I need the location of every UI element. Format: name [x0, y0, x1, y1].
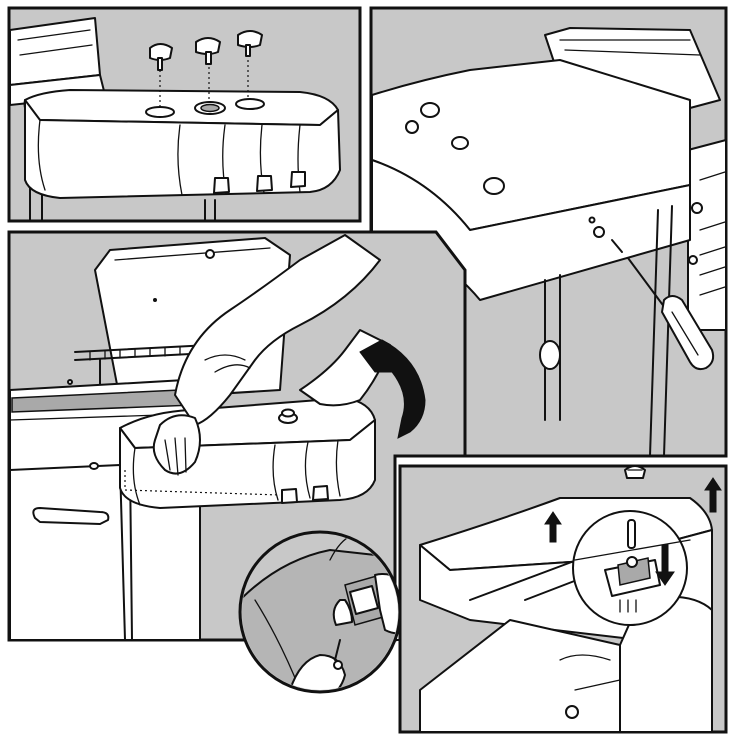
- panel-lift-table: [9, 232, 465, 640]
- panel-knob-install: [9, 8, 360, 221]
- panel-ignition-module: [395, 466, 726, 732]
